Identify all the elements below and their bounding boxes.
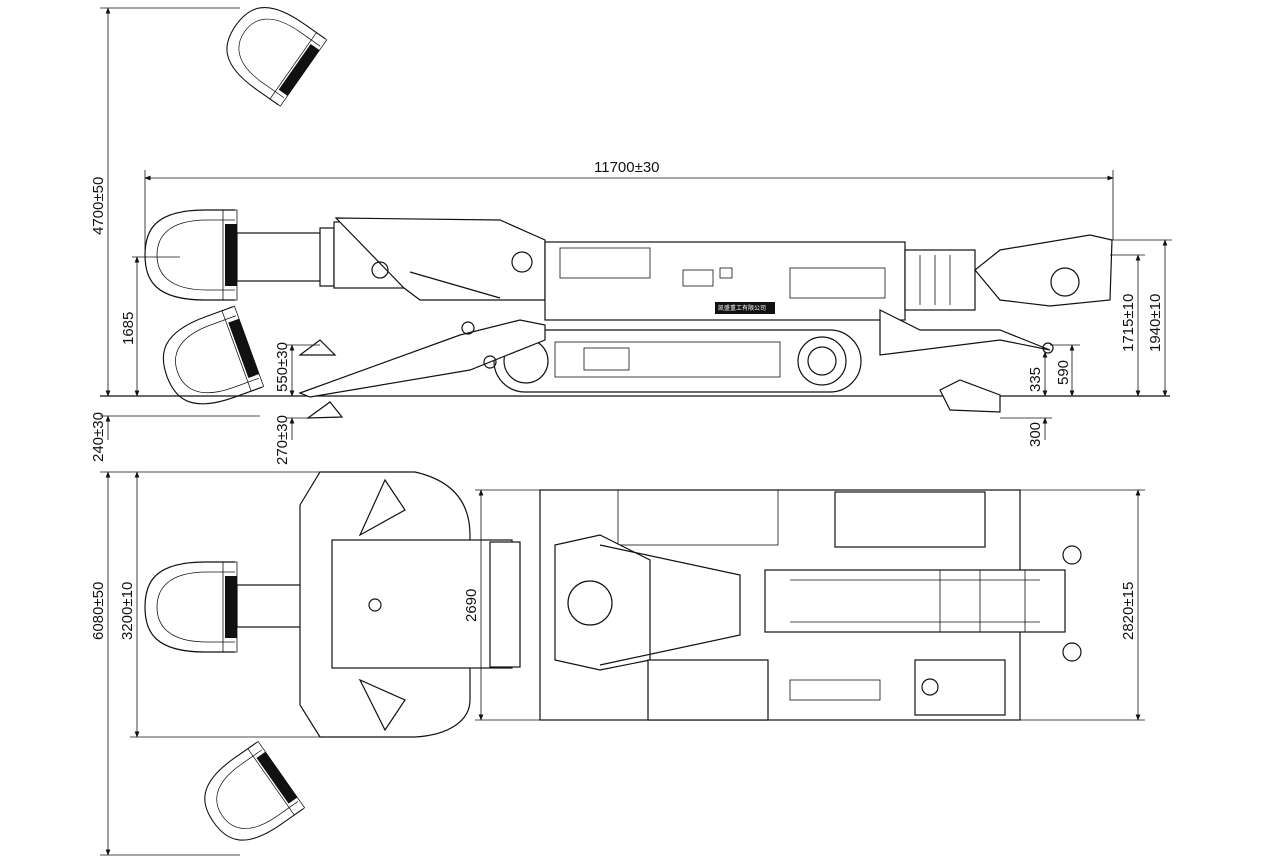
motor	[904, 249, 976, 311]
dim-rear-clearance-low: 335	[1027, 367, 1044, 392]
cutter-head-swung	[189, 740, 306, 856]
dim-rear-clearance-high: 590	[1055, 360, 1072, 385]
dim-below-floor: 240±30	[90, 412, 107, 462]
dim-cutter-height: 1685	[120, 312, 137, 345]
body-top	[539, 489, 1082, 721]
dim-rear-depth: 300	[1027, 422, 1044, 447]
dim-shovel-width: 2690	[463, 589, 480, 622]
motor-top	[914, 659, 1006, 716]
dim-cut-width: 3200±10	[119, 582, 136, 640]
crawler-track	[493, 329, 862, 393]
machine-body: 凯盛重工有限公司	[544, 234, 1113, 413]
top-dimensions: 6080±50 3200±10 2690 2820±15	[90, 471, 1145, 856]
dim-body-width: 2820±15	[1120, 582, 1137, 640]
cutter-head-top	[144, 561, 238, 653]
dim-body-height: 1715±10	[1120, 294, 1137, 352]
side-view: 凯盛重工有限公司	[90, 0, 1172, 465]
nameplate-text: 凯盛重工有限公司	[718, 304, 766, 312]
dim-overall-length: 11700±30	[594, 159, 660, 176]
dim-overall-height: 4700±50	[90, 177, 107, 235]
conveyor	[764, 569, 1066, 633]
cutter-head-lowered	[151, 305, 265, 418]
loading-shovel	[298, 319, 546, 419]
side-dimensions: 4700±50 11700±30 1685 550±30 270±30 240±…	[90, 7, 1172, 465]
dim-shovel-lift: 550±30	[274, 342, 291, 392]
cutter-head-raised	[211, 0, 328, 107]
cutter-head-side	[144, 209, 238, 301]
dim-cut-width-max: 6080±50	[90, 582, 107, 640]
nameplate	[715, 302, 775, 314]
top-view: 6080±50 3200±10 2690 2820±15	[90, 471, 1145, 856]
turret	[331, 539, 513, 669]
dim-shovel-depth: 270±30	[274, 415, 291, 465]
cutting-boom	[236, 217, 546, 301]
dim-rear-height: 1940±10	[1147, 294, 1164, 352]
